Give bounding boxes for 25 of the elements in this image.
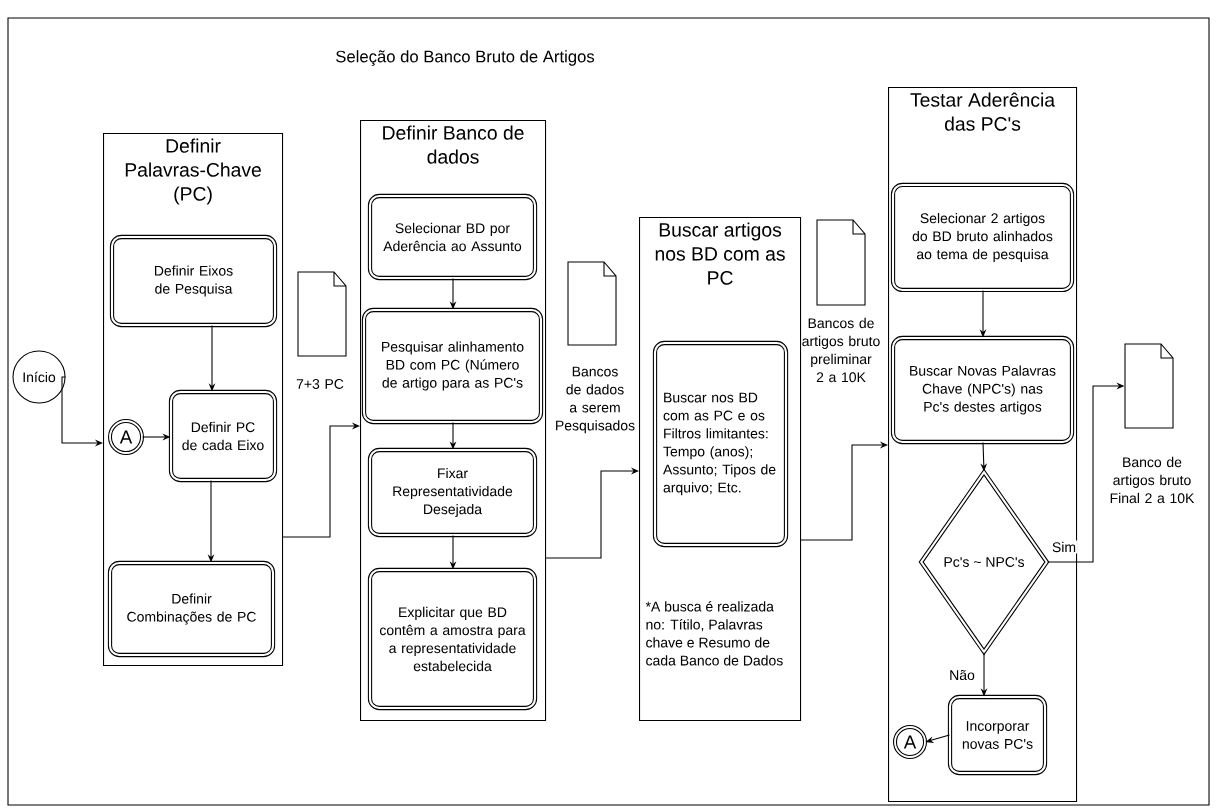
document-caption: Banco de artigos bruto Final 2 a 10K	[1110, 456, 1195, 504]
process-box: Definir PC de cada Eixo	[168, 389, 278, 483]
process-box: Buscar nos BD com as PC e os Filtros limitantes: Tempo (anos); Assunto; Tipos de arquivo; Etc.	[652, 340, 789, 548]
process-box: Buscar Novas Palavras Chave (NPC's) nas Pc's destes artigos	[890, 335, 1075, 445]
document-caption: Bancos de artigos bruto preliminar 2 a 10K	[802, 317, 880, 383]
process-box: Incorporar novas PC's	[947, 694, 1048, 776]
document-shape	[297, 271, 347, 357]
arrow	[800, 441, 888, 541]
process-box: Pesquisar alinhamento BD com PC (Número de artigo para as PC's	[361, 307, 544, 425]
document-shape	[567, 261, 617, 346]
process-box: Selecionar 2 artigos do BD bruto alinhados ao tema de pesquisa	[890, 182, 1075, 293]
document-caption: Bancos de dados a serem Pesquisados	[556, 366, 635, 434]
process-box: Selecionar BD por Aderência ao Assunto	[367, 193, 538, 281]
diagram-title: Seleção do Banco Bruto de Artigos	[336, 50, 595, 66]
edge-label: Não	[947, 668, 977, 682]
document-shape	[1124, 343, 1174, 429]
document-caption: 7+3 PC	[296, 379, 344, 389]
process-box: Explicitar que BD contêm a amostra para a representatividade estabelecida	[367, 567, 538, 711]
document-shape	[816, 219, 866, 306]
process-box: Definir Eixos de Pesquisa	[109, 234, 278, 328]
process-box: Fixar Representatividade Desejada	[367, 447, 538, 538]
arrow	[545, 467, 639, 559]
arrow	[282, 422, 360, 538]
process-box: Definir Combinações de PC	[107, 560, 276, 658]
edge-label: Sim	[1050, 540, 1078, 554]
